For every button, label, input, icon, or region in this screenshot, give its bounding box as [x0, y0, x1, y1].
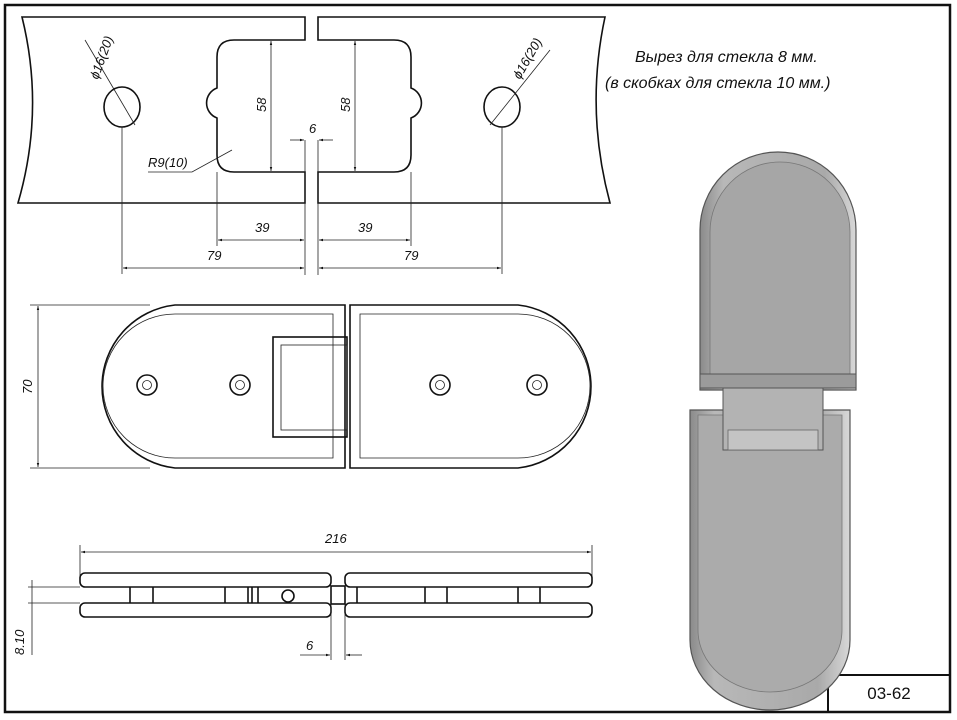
gap-label: 6 — [309, 121, 317, 136]
height-label: 70 — [20, 379, 35, 394]
hinge-front-view: 70 — [20, 304, 592, 469]
hinge-side-view: 216 8.10 6 — [12, 531, 593, 660]
right-glass-panel — [317, 16, 612, 204]
glass-cutout-view: ϕ16(20) ϕ16(20) R9(10) 58 58 6 39 39 79 … — [16, 16, 612, 275]
note-line-1: Вырез для стекла 8 мм. — [635, 49, 818, 66]
cutout-width-left: 39 — [255, 220, 269, 235]
drawing-frame — [3, 3, 952, 714]
right-hinge-plate — [349, 304, 592, 469]
hole-distance-right: 79 — [404, 248, 418, 263]
radius-leader — [148, 149, 233, 173]
hole-diameter-left: ϕ16(20) — [87, 34, 116, 81]
right-hole — [483, 86, 521, 128]
note-line-2: (в скобках для стекла 10 мм.) — [605, 75, 830, 92]
screws — [136, 374, 548, 396]
left-hinge-plate — [101, 304, 346, 469]
hole-leader-left — [84, 39, 136, 126]
hinge-knuckle — [272, 336, 348, 438]
cutout-height-left: 58 — [254, 97, 269, 112]
cutout-height-right: 58 — [338, 97, 353, 112]
cutout-width-right: 39 — [358, 220, 372, 235]
hole-leader-right — [489, 49, 551, 126]
title-block — [827, 674, 951, 713]
left-glass-panel — [16, 16, 306, 204]
drawing-code: 03-62 — [867, 684, 910, 703]
left-hole — [103, 86, 141, 128]
side-gap-label: 6 — [306, 638, 314, 653]
radius-label: R9(10) — [148, 155, 188, 170]
hinge-3d-render — [689, 151, 857, 711]
length-label: 216 — [324, 531, 347, 546]
hole-diameter-right: ϕ16(20) — [510, 35, 545, 81]
glass-thickness-label: 8.10 — [12, 629, 27, 655]
pin-hole — [281, 589, 295, 603]
hole-distance-left: 79 — [207, 248, 221, 263]
